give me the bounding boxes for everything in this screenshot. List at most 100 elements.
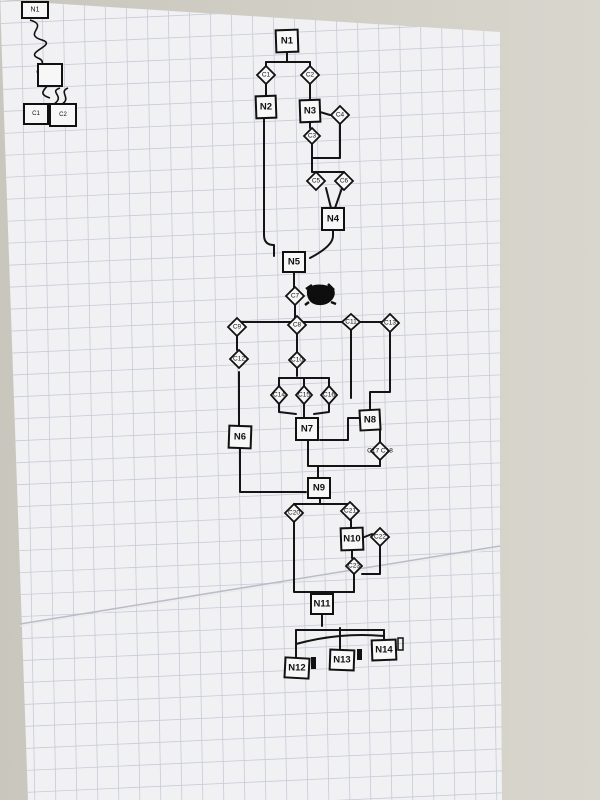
- condition-c14: C14: [269, 384, 289, 406]
- grid-line-horizontal: [0, 351, 502, 377]
- condition-c18-label: C17 C18: [367, 448, 393, 455]
- grid-line-horizontal: [0, 373, 502, 399]
- node-n2: N2: [254, 94, 278, 120]
- grid-line-horizontal: [0, 395, 502, 421]
- condition-c9-label: C9: [233, 324, 242, 331]
- grid-line-horizontal: [0, 197, 502, 223]
- grid-line-horizontal: [0, 615, 502, 641]
- grid-line-horizontal: [0, 703, 502, 729]
- condition-c22: C22: [369, 526, 391, 548]
- node-n13: N13: [328, 648, 362, 672]
- node-n7-label: N7: [301, 424, 313, 435]
- node-n2-label: N2: [260, 102, 272, 113]
- grid-line-horizontal: [0, 659, 502, 685]
- node-n4-label: N4: [327, 214, 340, 225]
- grid-line-horizontal: [0, 681, 502, 707]
- condition-c20: C20: [283, 502, 305, 524]
- node-n4: N4: [321, 207, 345, 231]
- grid-line-vertical: [314, 0, 330, 800]
- grid-line-vertical: [251, 0, 267, 800]
- node-n5: N5: [282, 251, 306, 273]
- grid-line-horizontal: [0, 461, 502, 487]
- condition-c1: C1: [255, 64, 277, 86]
- condition-c2: C2: [299, 64, 321, 86]
- node-n8: N8: [358, 408, 382, 432]
- grid-line-horizontal: [0, 65, 502, 91]
- grid-line-vertical: [335, 0, 351, 800]
- condition-c2-label: C2: [306, 72, 315, 79]
- condition-c5: C5: [305, 170, 327, 192]
- grid-line-vertical: [167, 0, 183, 800]
- grid-line-horizontal: [0, 549, 502, 575]
- grid-line-vertical: [188, 0, 204, 800]
- node-n6-label: N6: [234, 432, 246, 443]
- thumb-label-top: N1: [31, 7, 40, 14]
- condition-c16: C16: [319, 384, 339, 406]
- node-n14-label: N14: [375, 645, 393, 656]
- thumb-label-right: C2: [59, 112, 67, 118]
- condition-c12: C12: [228, 348, 250, 370]
- node-n5-label: N5: [288, 257, 301, 268]
- grid-line-horizontal: [0, 439, 502, 465]
- grid-line-horizontal: [0, 637, 502, 663]
- thumbnail-sketch: N1 C1 C2: [21, 1, 77, 127]
- grid-line-vertical: [104, 0, 120, 800]
- condition-c22-label: C22: [374, 534, 386, 541]
- condition-c6: C6: [333, 170, 355, 192]
- scribbled-out-blot: [304, 283, 337, 306]
- grid-line-horizontal: [0, 725, 502, 751]
- condition-c23-label: C23: [348, 563, 360, 570]
- grid-line-vertical: [482, 0, 498, 800]
- condition-c10-label: C10: [291, 357, 303, 364]
- grid-line-horizontal: [0, 747, 502, 773]
- grid-line-horizontal: [0, 417, 502, 443]
- node-n14-marker: [397, 637, 404, 651]
- node-n10-label: N10: [343, 534, 360, 545]
- grid-line-horizontal: [0, 307, 502, 333]
- node-n13-marker: [357, 649, 362, 660]
- node-n11-label: N11: [314, 599, 332, 610]
- condition-c21: C21: [339, 500, 361, 522]
- grid-line-vertical: [356, 0, 372, 800]
- grid-line-horizontal: [0, 43, 502, 69]
- node-n7: N7: [295, 417, 319, 441]
- thumb-scribble-2: [53, 87, 69, 105]
- node-n12-label: N12: [288, 663, 305, 674]
- node-n6: N6: [227, 424, 253, 450]
- condition-c4: C4: [329, 104, 351, 126]
- condition-c14-label: C14: [273, 392, 285, 399]
- condition-c21-label: C21: [344, 508, 356, 515]
- grid-line-horizontal: [0, 241, 502, 267]
- grid-line-horizontal: [0, 571, 502, 597]
- thumb-box-top: [21, 1, 49, 19]
- condition-c8-label: C8: [293, 322, 302, 329]
- condition-c1-label: C1: [262, 72, 271, 79]
- grid-line-horizontal: [0, 153, 502, 179]
- condition-c11-label: C11: [345, 319, 357, 326]
- node-n12: N12: [283, 656, 316, 680]
- node-n1-label: N1: [281, 36, 294, 47]
- grid-line-horizontal: [0, 219, 502, 245]
- grid-line-horizontal: [0, 285, 502, 311]
- flowchart-edges: [236, 51, 391, 659]
- grid-line-vertical: [125, 0, 141, 800]
- condition-c3: C3: [302, 126, 322, 146]
- condition-c5-label: C5: [312, 178, 321, 185]
- condition-c9: C9: [226, 316, 248, 338]
- node-n3: N3: [298, 98, 322, 124]
- condition-c13-label: C13: [384, 320, 396, 327]
- node-n12-marker: [311, 657, 316, 669]
- node-n9-label: N9: [313, 483, 325, 494]
- node-n1: N1: [274, 28, 300, 54]
- condition-c11: C11: [340, 312, 362, 332]
- node-n8-label: N8: [364, 415, 376, 426]
- grid-line-vertical: [20, 0, 36, 800]
- sheet-seam: [19, 545, 501, 625]
- condition-c18: C17 C18: [367, 440, 393, 462]
- grid-line-vertical: [461, 0, 477, 800]
- condition-c8: C8: [286, 314, 308, 336]
- grid-line-horizontal: [0, 483, 502, 509]
- grid-line-horizontal: [0, 175, 502, 201]
- thumb-box-mid: [37, 63, 63, 87]
